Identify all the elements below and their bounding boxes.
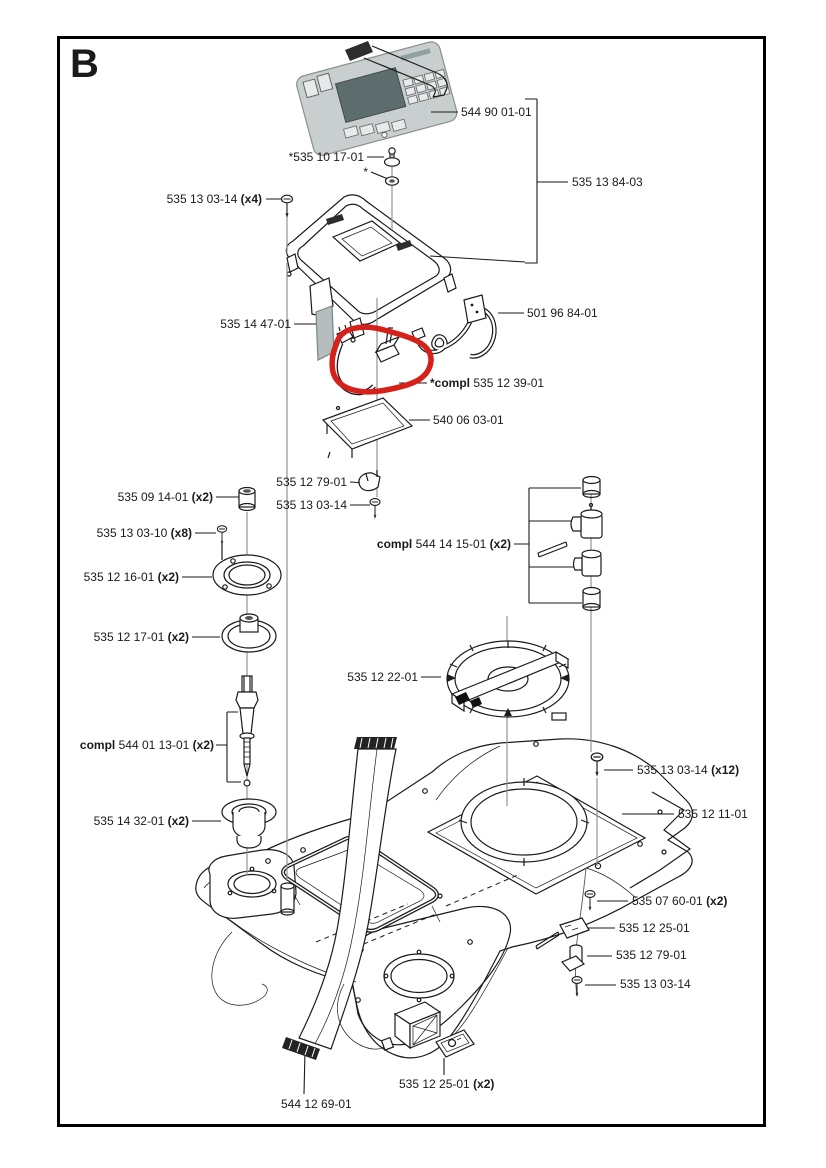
part-label-535-09-14-01: 535 09 14-01 (x2) bbox=[63, 490, 213, 504]
sealing-disc-part bbox=[221, 613, 277, 653]
part-label-535-12-25-01-a: 535 12 25-01 bbox=[619, 921, 690, 935]
ribbon-cable-main bbox=[282, 737, 397, 1060]
label-number: 535 12 79-01 bbox=[276, 475, 347, 489]
screw-bottom bbox=[571, 976, 583, 996]
label-number: 535 13 84-03 bbox=[572, 175, 643, 189]
page-frame bbox=[57, 36, 766, 1127]
label-number: 535 07 60-01 bbox=[632, 894, 707, 908]
label-bold-suffix: (x8) bbox=[170, 526, 192, 540]
label-number: 535 09 14-01 bbox=[117, 490, 192, 504]
label-number: 535 12 25-01 bbox=[399, 1077, 474, 1091]
label-number: 535 13 03-14 bbox=[637, 763, 712, 777]
label-bold-suffix: (x2) bbox=[157, 570, 179, 584]
keypad-membrane-drawing bbox=[296, 41, 458, 156]
part-label-535-10-17-01: *535 10 17-01 bbox=[214, 150, 364, 164]
label-number: 535 13 03-14 bbox=[620, 977, 691, 991]
label-number: 535 13 03-14 bbox=[276, 498, 347, 512]
part-label-544-90-01-01: 544 90 01-01 bbox=[461, 105, 532, 119]
part-label-544-14-15-01: compl 544 14 15-01 (x2) bbox=[331, 537, 511, 551]
washer-part bbox=[384, 176, 400, 186]
label-number: 535 12 39-01 bbox=[473, 376, 545, 390]
bushing-part bbox=[221, 798, 277, 849]
label-number: * bbox=[363, 165, 368, 179]
part-label-544-12-69-01: 544 12 69-01 bbox=[281, 1097, 352, 1111]
label-number: 535 12 17-01 bbox=[93, 630, 168, 644]
label-bold-suffix: (x12) bbox=[711, 763, 740, 777]
label-number: 544 14 15-01 bbox=[415, 537, 490, 551]
part-label-535-12-79-01-b: 535 12 79-01 bbox=[616, 948, 687, 962]
part-label-535-13-03-14-a: 535 13 03-14 bbox=[197, 498, 347, 512]
hinge-pin-kit bbox=[537, 475, 603, 612]
bottom-right-chain-parts bbox=[535, 917, 590, 972]
clip-part-upper bbox=[358, 470, 381, 492]
top-cover-drawing bbox=[285, 194, 457, 361]
part-label-asterisk: * bbox=[318, 165, 368, 179]
part-label-535-07-60-01: 535 07 60-01 (x2) bbox=[632, 894, 727, 908]
label-bold-prefix: compl bbox=[376, 537, 416, 551]
label-bold-suffix: (x2) bbox=[489, 537, 511, 551]
part-label-540-06-03-01: 540 06 03-01 bbox=[433, 413, 504, 427]
part-label-535-14-32-01: 535 14 32-01 (x2) bbox=[39, 814, 189, 828]
label-number: 535 12 11-01 bbox=[678, 807, 748, 821]
label-plate-bottom bbox=[435, 1029, 475, 1058]
part-label-535-13-03-10: 535 13 03-10 (x8) bbox=[42, 526, 192, 540]
screw-x4 bbox=[280, 194, 294, 217]
label-number: 535 12 16-01 bbox=[83, 570, 158, 584]
chassis-drawing bbox=[195, 738, 693, 1059]
part-label-535-12-79-01-a: 535 12 79-01 bbox=[197, 475, 347, 489]
part-label-535-12-11-01: 535 12 11-01 bbox=[678, 807, 748, 821]
label-number: 535 13 03-10 bbox=[96, 526, 171, 540]
label-number: 535 12 25-01 bbox=[619, 921, 690, 935]
highlight-circle bbox=[329, 324, 434, 395]
valve-stem-assembly bbox=[235, 675, 259, 787]
label-bold-suffix: (x4) bbox=[240, 192, 262, 206]
label-bold-suffix: (x2) bbox=[192, 738, 214, 752]
spacer-cylinder-part bbox=[238, 486, 256, 512]
leader-lines bbox=[182, 98, 674, 1095]
label-bold-suffix: (x2) bbox=[706, 894, 728, 908]
label-bold-suffix: (x2) bbox=[191, 490, 213, 504]
label-bold-suffix: (x2) bbox=[167, 814, 189, 828]
part-label-501-96-84-01: 501 96 84-01 bbox=[527, 306, 598, 320]
part-label-535-13-03-14-x12: 535 13 03-14 (x12) bbox=[637, 763, 739, 777]
part-label-535-13-03-14-x4: 535 13 03-14 (x4) bbox=[112, 192, 262, 206]
label-number: 535 13 03-14 bbox=[166, 192, 241, 206]
pushbutton-part bbox=[383, 147, 401, 167]
part-label-544-01-13-01: compl 544 01 13-01 (x2) bbox=[34, 738, 214, 752]
label-number: 535 12 22-01 bbox=[347, 670, 418, 684]
label-number: 540 06 03-01 bbox=[433, 413, 504, 427]
flange-disc-part bbox=[212, 554, 282, 596]
label-number: 535 14 32-01 bbox=[93, 814, 168, 828]
part-label-535-12-39-01: *compl 535 12 39-01 bbox=[430, 376, 544, 390]
part-label-535-12-16-01: 535 12 16-01 (x2) bbox=[29, 570, 179, 584]
part-label-535-12-22-01: 535 12 22-01 bbox=[268, 670, 418, 684]
part-label-535-13-03-14-b: 535 13 03-14 bbox=[620, 977, 691, 991]
ribbon-cable-small bbox=[345, 41, 448, 98]
label-number: 544 01 13-01 bbox=[118, 738, 193, 752]
part-label-535-12-17-01: 535 12 17-01 (x2) bbox=[39, 630, 189, 644]
label-bold-prefix: *compl bbox=[430, 376, 474, 390]
label-number: 535 12 79-01 bbox=[616, 948, 687, 962]
part-label-535-14-47-01: 535 14 47-01 bbox=[141, 317, 291, 331]
screw-x8 bbox=[216, 525, 228, 544]
label-number: *535 10 17-01 bbox=[288, 150, 364, 164]
label-number: 544 90 01-01 bbox=[461, 105, 532, 119]
pcb-plate-part bbox=[321, 397, 414, 459]
cable-harness-part bbox=[411, 294, 497, 359]
label-number: 535 14 47-01 bbox=[220, 317, 291, 331]
cap-knob-part bbox=[446, 640, 570, 721]
label-number: 544 12 69-01 bbox=[281, 1097, 352, 1111]
label-bold-prefix: compl bbox=[79, 738, 119, 752]
label-bold-suffix: (x2) bbox=[473, 1077, 495, 1091]
part-label-535-13-84-03: 535 13 84-03 bbox=[572, 175, 643, 189]
label-bold-suffix: (x2) bbox=[167, 630, 189, 644]
screw-top bbox=[369, 498, 381, 518]
section-letter: B bbox=[70, 42, 99, 86]
label-number: 501 96 84-01 bbox=[527, 306, 598, 320]
part-label-535-12-25-01-x2: 535 12 25-01 (x2) bbox=[399, 1077, 494, 1091]
motor-box-part bbox=[337, 983, 442, 1051]
